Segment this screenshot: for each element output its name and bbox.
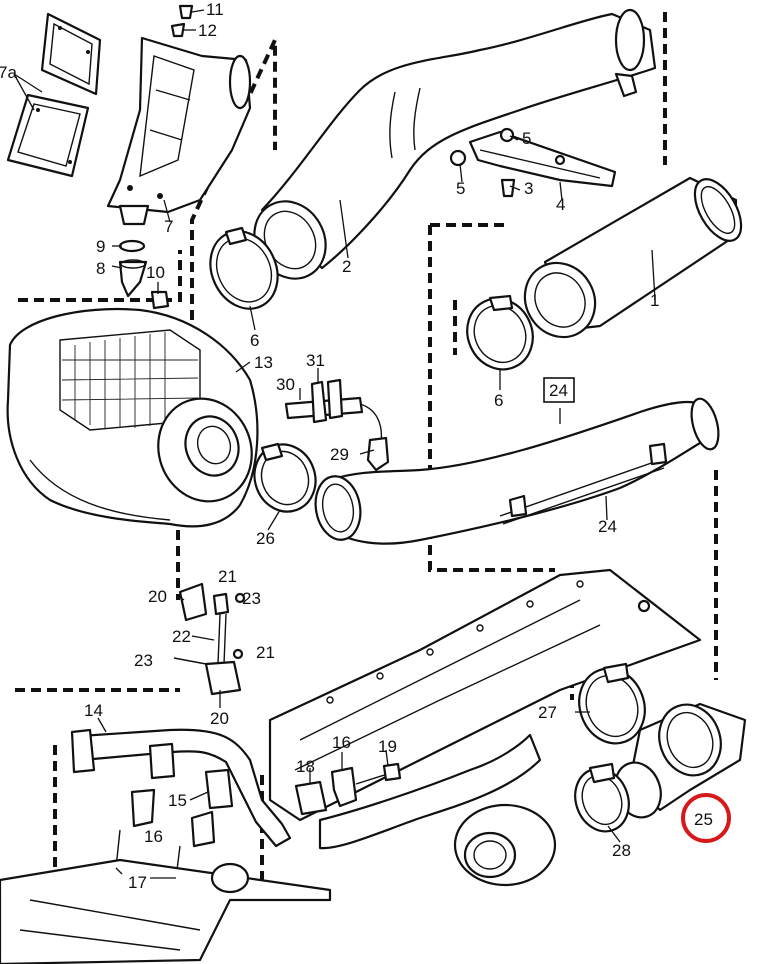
air-filter-13 (6, 307, 259, 528)
callout-27: 27 (538, 703, 557, 722)
callout-1: 1 (650, 291, 659, 310)
callout-7: 7 (164, 217, 173, 236)
callout-22: 22 (172, 627, 191, 646)
callout-31: 31 (306, 351, 325, 370)
charge-air-pipe-1 (523, 176, 743, 339)
bracket-4 (449, 127, 617, 198)
group-boundaries (15, 12, 718, 880)
callout-7a: 7a (0, 63, 17, 82)
callout-14: 14 (84, 701, 103, 720)
hose-clamp-26 (253, 442, 317, 513)
air-cleaner-housing-7 (106, 36, 252, 226)
callout-16b: 16 (144, 827, 163, 846)
engine-block (268, 568, 702, 887)
callout-26: 26 (256, 529, 275, 548)
callout-28: 28 (612, 841, 631, 860)
callout-10: 10 (146, 263, 165, 282)
charge-pipe-24 (314, 397, 720, 545)
leader-lines (13, 9, 656, 879)
callout-24-boxed: 24 (549, 381, 568, 400)
gasket-7a (6, 12, 102, 178)
callout-labels: 1 2 3 4 5 5 6 6 7 7a 8 9 10 11 12 13 14 … (0, 0, 731, 892)
callout-16a: 16 (332, 733, 351, 752)
coolant-pipe-14 (70, 728, 292, 879)
callout-21a: 21 (218, 567, 237, 586)
callout-4: 4 (556, 195, 565, 214)
callout-9: 9 (96, 237, 105, 256)
callout-17: 17 (128, 873, 147, 892)
callout-20a: 20 (148, 587, 167, 606)
callout-11: 11 (206, 0, 224, 19)
callout-25: 25 (694, 810, 713, 829)
callout-24-box (543, 377, 575, 403)
callout-24: 24 (598, 517, 617, 536)
callout-13: 13 (254, 353, 273, 372)
callout-6a: 6 (250, 331, 259, 350)
callout-23a: 23 (242, 589, 261, 608)
callout-8: 8 (96, 259, 105, 278)
callout-18: 18 (296, 757, 315, 776)
callout-15: 15 (168, 791, 187, 810)
callout-12: 12 (198, 21, 217, 40)
small-fasteners-8-12 (118, 4, 194, 310)
callout-23b: 23 (134, 651, 153, 670)
callout-20b: 20 (210, 709, 229, 728)
callout-19: 19 (378, 737, 397, 756)
callout-21b: 21 (256, 643, 275, 662)
hose-clamp-28 (574, 762, 630, 833)
highlight-circle-25 (681, 793, 731, 843)
callout-6b: 6 (494, 391, 503, 410)
hose-clamp-27 (578, 662, 646, 745)
hose-fittings-29-31 (284, 378, 390, 472)
callout-3: 3 (524, 179, 533, 198)
chassis-frame (0, 858, 332, 964)
callout-5a: 5 (522, 129, 531, 148)
linkage-20-23 (173, 582, 246, 696)
callout-2: 2 (342, 257, 351, 276)
clip-assembly-16-18-19 (294, 762, 402, 816)
callout-29: 29 (330, 445, 349, 464)
hose-clamp-6-upper (209, 226, 279, 310)
hose-clamp-6-right (466, 294, 534, 371)
callout-30: 30 (276, 375, 295, 394)
callout-5b: 5 (456, 179, 465, 198)
